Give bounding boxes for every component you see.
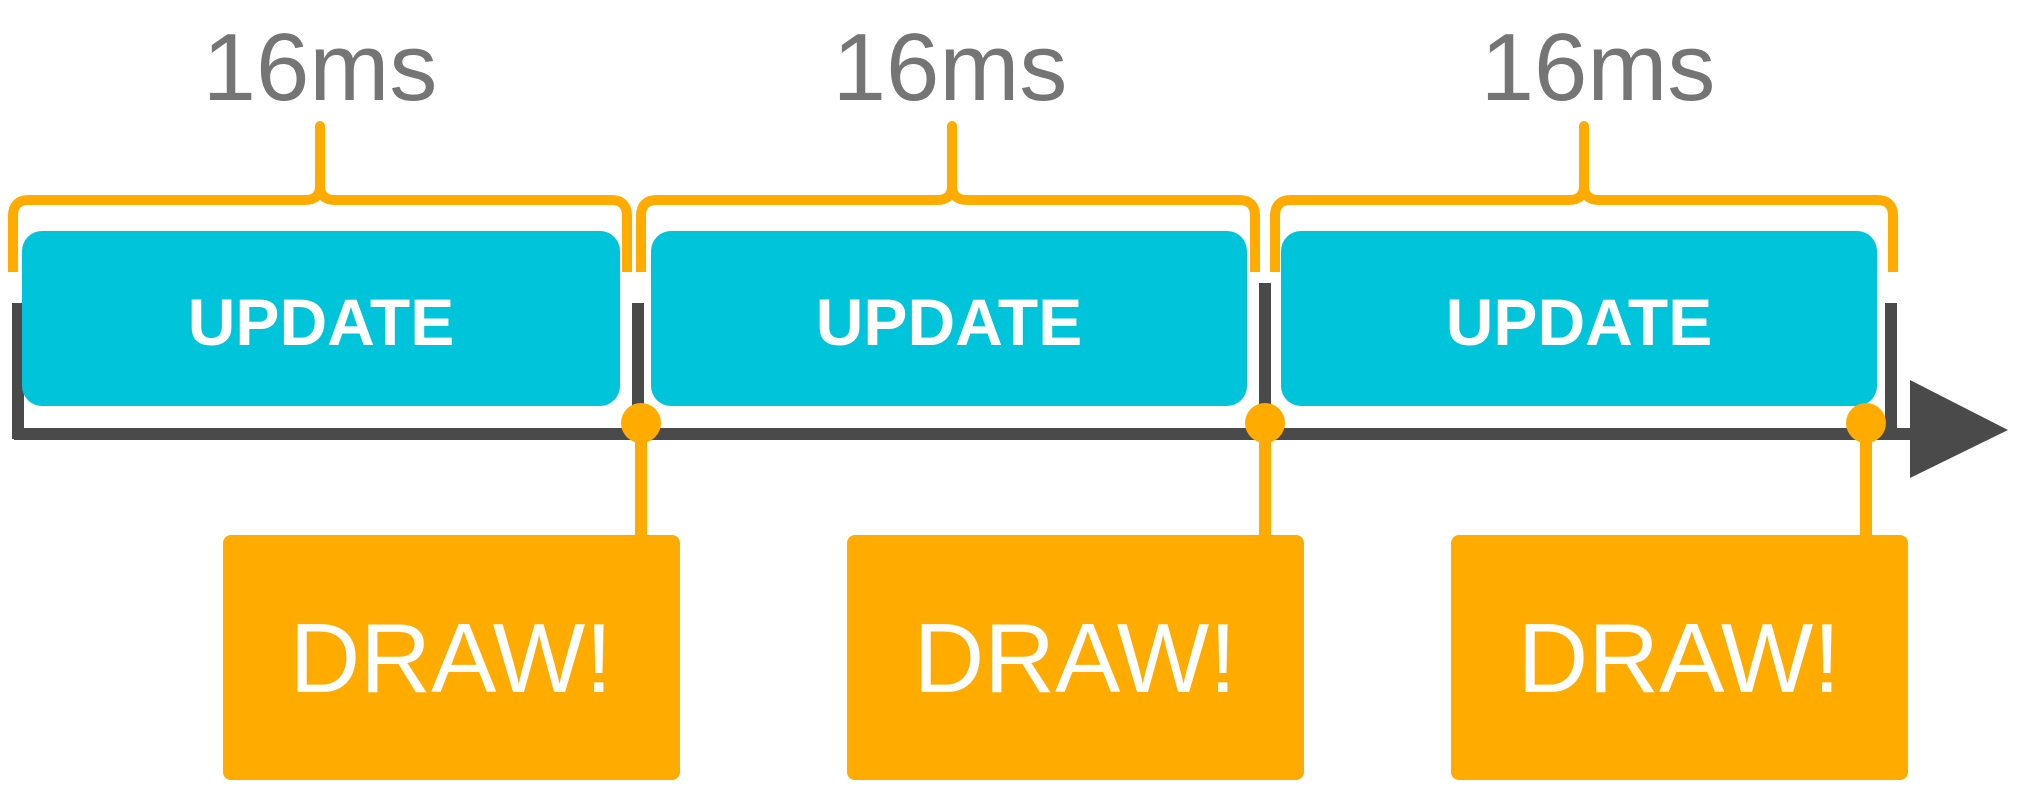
timeline-tick <box>12 303 24 439</box>
frame-bracket <box>636 121 1260 272</box>
draw-trigger-dot <box>1245 403 1285 443</box>
frame-2: 16ms UPDATE DRAW! <box>636 14 1304 780</box>
frame-bracket <box>1270 121 1898 272</box>
update-block-label: UPDATE <box>1446 285 1712 359</box>
update-block-label: UPDATE <box>816 285 1082 359</box>
frame-duration-label: 16ms <box>833 14 1068 121</box>
update-block <box>22 231 620 406</box>
draw-block <box>847 535 1304 780</box>
draw-block-label: DRAW! <box>290 603 613 713</box>
draw-block <box>223 535 680 780</box>
update-block-label: UPDATE <box>188 285 454 359</box>
draw-trigger-dot <box>621 403 661 443</box>
frame-3: 16ms UPDATE DRAW! <box>1270 14 1908 780</box>
timeline-tick <box>1885 303 1897 439</box>
timeline-tick <box>1259 283 1271 439</box>
update-block <box>651 231 1247 406</box>
draw-trigger-dot <box>1846 403 1886 443</box>
frame-duration-label: 16ms <box>1481 14 1716 121</box>
draw-block-label: DRAW! <box>1518 603 1841 713</box>
frame-1: 16ms UPDATE DRAW! <box>8 14 680 780</box>
timeline-arrowhead <box>1910 380 2008 478</box>
draw-block-label: DRAW! <box>914 603 1237 713</box>
timeline-axis <box>12 283 2008 478</box>
update-block <box>1281 231 1877 406</box>
draw-block <box>1451 535 1908 780</box>
frame-duration-label: 16ms <box>203 14 438 121</box>
frame-bracket <box>8 121 632 272</box>
